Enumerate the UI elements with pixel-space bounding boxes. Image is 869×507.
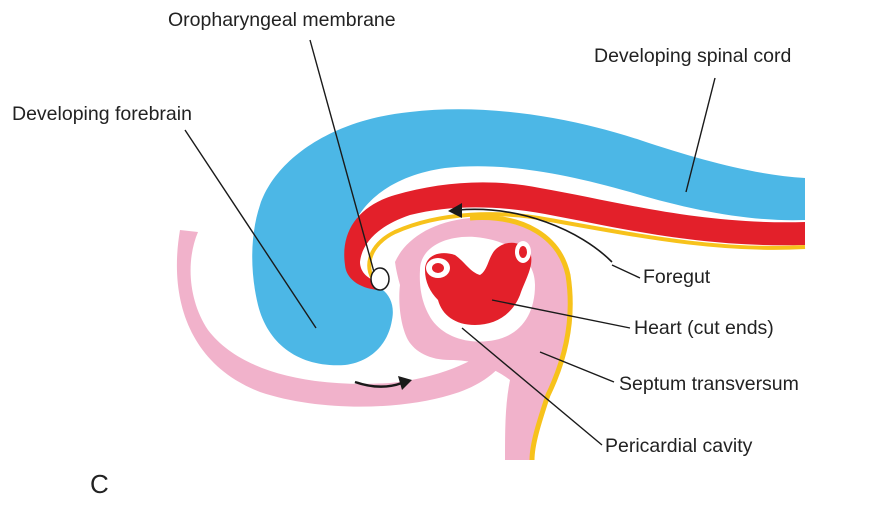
label-developing-forebrain: Developing forebrain [12,103,192,125]
panel-letter: C [90,469,109,499]
label-oropharyngeal-membrane: Oropharyngeal membrane [168,9,396,31]
label-pericardial-cavity: Pericardial cavity [605,435,753,457]
label-foregut: Foregut [643,266,711,288]
label-developing-spinal-cord: Developing spinal cord [594,45,791,67]
leader-foregut [612,265,640,278]
heart-cut-end-left-inner [432,263,444,273]
label-heart: Heart (cut ends) [634,317,774,339]
label-septum-transversum: Septum transversum [619,373,799,395]
heart-cut-end-right-inner [519,246,527,258]
